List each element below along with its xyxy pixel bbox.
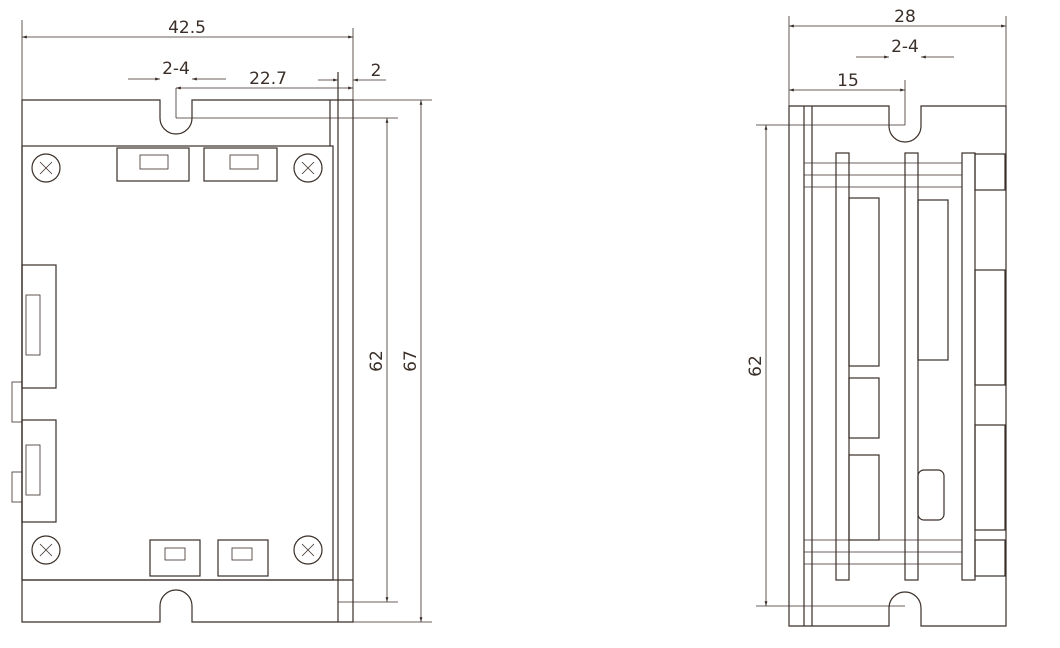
terminal-block-1 bbox=[848, 377, 880, 439]
dim-label-side-slot-offset: 15 bbox=[837, 71, 859, 91]
board-2 bbox=[904, 152, 919, 581]
dim-label-slot-offset: 22.7 bbox=[249, 69, 287, 89]
side-view: 28 2-4 15 62 bbox=[746, 7, 1007, 627]
dim-label-slot-width: 2-4 bbox=[162, 59, 190, 79]
side-connector-4 bbox=[974, 424, 1006, 531]
dim-label-side-height: 62 bbox=[746, 355, 766, 377]
connector-left-2 bbox=[21, 419, 57, 523]
dim-label-height-inner: 62 bbox=[367, 350, 387, 372]
pcb-board bbox=[21, 145, 334, 581]
screw-icon bbox=[293, 153, 323, 183]
terminal-block-2 bbox=[848, 454, 880, 541]
side-body-outline bbox=[788, 105, 1007, 627]
screw-icon bbox=[293, 535, 323, 565]
dim-label-side-slot-width: 2-4 bbox=[891, 37, 919, 57]
dim-label-flange: 2 bbox=[371, 61, 382, 81]
side-connector-2 bbox=[917, 199, 949, 361]
standoff-bottom bbox=[974, 539, 1006, 577]
connector-bottom-2 bbox=[217, 539, 269, 577]
connector-top-1 bbox=[116, 147, 190, 182]
connector-top-2 bbox=[203, 147, 278, 182]
screw-icon bbox=[31, 153, 61, 183]
board-1 bbox=[835, 152, 850, 581]
base-plate-outline bbox=[21, 99, 354, 623]
dim-label-width-total: 42.5 bbox=[168, 18, 206, 38]
connector-bottom-1 bbox=[149, 539, 201, 577]
connector-left-1 bbox=[21, 264, 57, 389]
side-connector-1 bbox=[848, 197, 880, 367]
dim-label-height-total: 67 bbox=[401, 350, 421, 372]
usb-port-icon bbox=[917, 469, 945, 521]
dim-label-depth-total: 28 bbox=[894, 7, 916, 27]
board-3 bbox=[961, 152, 976, 581]
screw-icon bbox=[31, 535, 61, 565]
side-connector-3 bbox=[974, 269, 1006, 386]
standoff-top bbox=[974, 153, 1006, 191]
front-view: 42.5 2-4 22.7 2 62 67 bbox=[11, 18, 432, 623]
